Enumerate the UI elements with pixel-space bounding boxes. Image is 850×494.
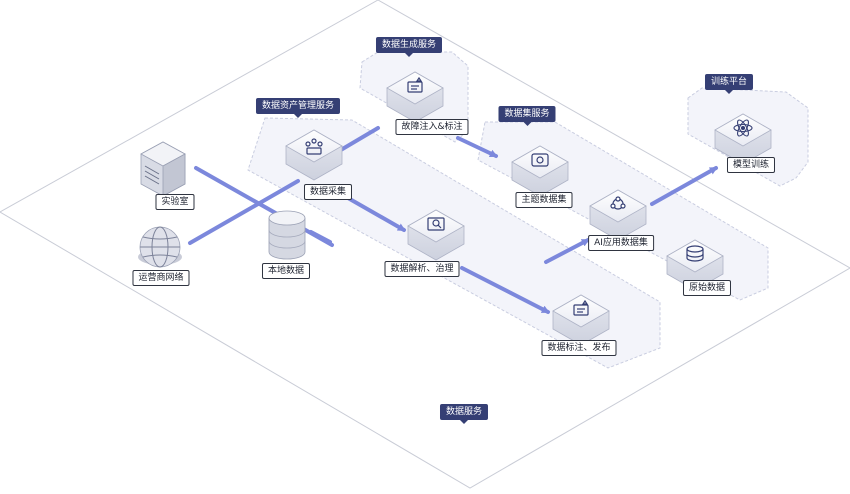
model-training-label: 模型训练 (726, 157, 776, 173)
atom-icon (733, 119, 753, 137)
document-search-icon (427, 217, 445, 231)
carrier-network-label: 运营商网络 (132, 270, 190, 286)
parsing-label: 数据解析、治理 (384, 261, 460, 277)
annotation-box[interactable] (552, 294, 610, 346)
generation-to-dataset-arrow (456, 136, 498, 158)
local-data-cylinder[interactable] (268, 210, 306, 260)
generation-chip: 数据生成服务 (375, 37, 443, 57)
target-icon (531, 153, 549, 167)
lab-label: 实验室 (155, 194, 195, 210)
asset-mgmt-chip: 数据资产管理服务 (255, 98, 341, 118)
database-icon (268, 229, 306, 249)
ai-dataset-box[interactable] (589, 189, 647, 241)
collection-label: 数据采集 (303, 184, 353, 200)
carrier-network-globe[interactable] (138, 226, 182, 268)
topic-dataset-box[interactable] (511, 145, 569, 197)
data-collect-icon (305, 138, 323, 155)
globe-icon (140, 226, 180, 268)
clipboard-icon (407, 76, 423, 93)
training-chip: 训练平台 (704, 74, 754, 94)
fault-injection-box[interactable] (386, 71, 444, 123)
clipboard-icon (573, 299, 589, 316)
collection-box[interactable] (285, 129, 343, 181)
annotation-label: 数据标注、发布 (541, 340, 617, 356)
server-icon (144, 165, 160, 185)
dataset-chip: 数据集服务 (498, 106, 556, 126)
lab-server[interactable] (140, 141, 186, 197)
local-data-connector (309, 230, 332, 244)
network-connector (188, 179, 300, 245)
stack-icon (686, 245, 704, 262)
data-service-chip: 数据服务 (439, 404, 489, 424)
topic-dataset-label: 主题数据集 (515, 192, 573, 208)
ai-dataset-label: AI应用数据集 (588, 235, 654, 251)
parsing-to-ai-dataset-arrow (544, 238, 590, 264)
raw-data-box[interactable] (666, 239, 724, 291)
dataset-to-training-arrow (650, 166, 718, 206)
network-icon (610, 196, 626, 210)
fault-injection-label: 故障注入&标注 (395, 119, 469, 135)
model-training-box[interactable] (714, 113, 772, 165)
raw-data-label: 原始数据 (682, 280, 732, 296)
local-data-label: 本地数据 (261, 263, 311, 279)
parsing-to-annotation-arrow (460, 266, 550, 314)
parsing-box[interactable] (407, 209, 465, 261)
